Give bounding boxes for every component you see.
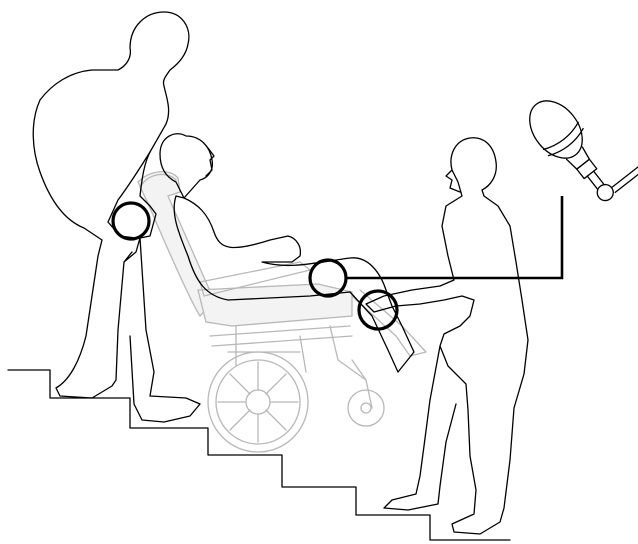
wheelchair <box>138 172 426 452</box>
grip-marker-push-handle <box>113 203 149 239</box>
wheelchair-caster-wheel <box>348 390 384 426</box>
hand-pump-icon <box>519 69 638 213</box>
seated-person <box>160 134 414 372</box>
callout-line <box>346 196 562 278</box>
carer-front <box>366 138 528 534</box>
wheelchair-caster-hub <box>361 403 371 413</box>
wheelchair-seat <box>198 284 352 326</box>
grip-marker-footrest <box>359 291 397 329</box>
wheelchair-caster-fork <box>352 360 372 408</box>
staircase <box>8 370 510 540</box>
wheelchair-spokes <box>218 362 298 442</box>
